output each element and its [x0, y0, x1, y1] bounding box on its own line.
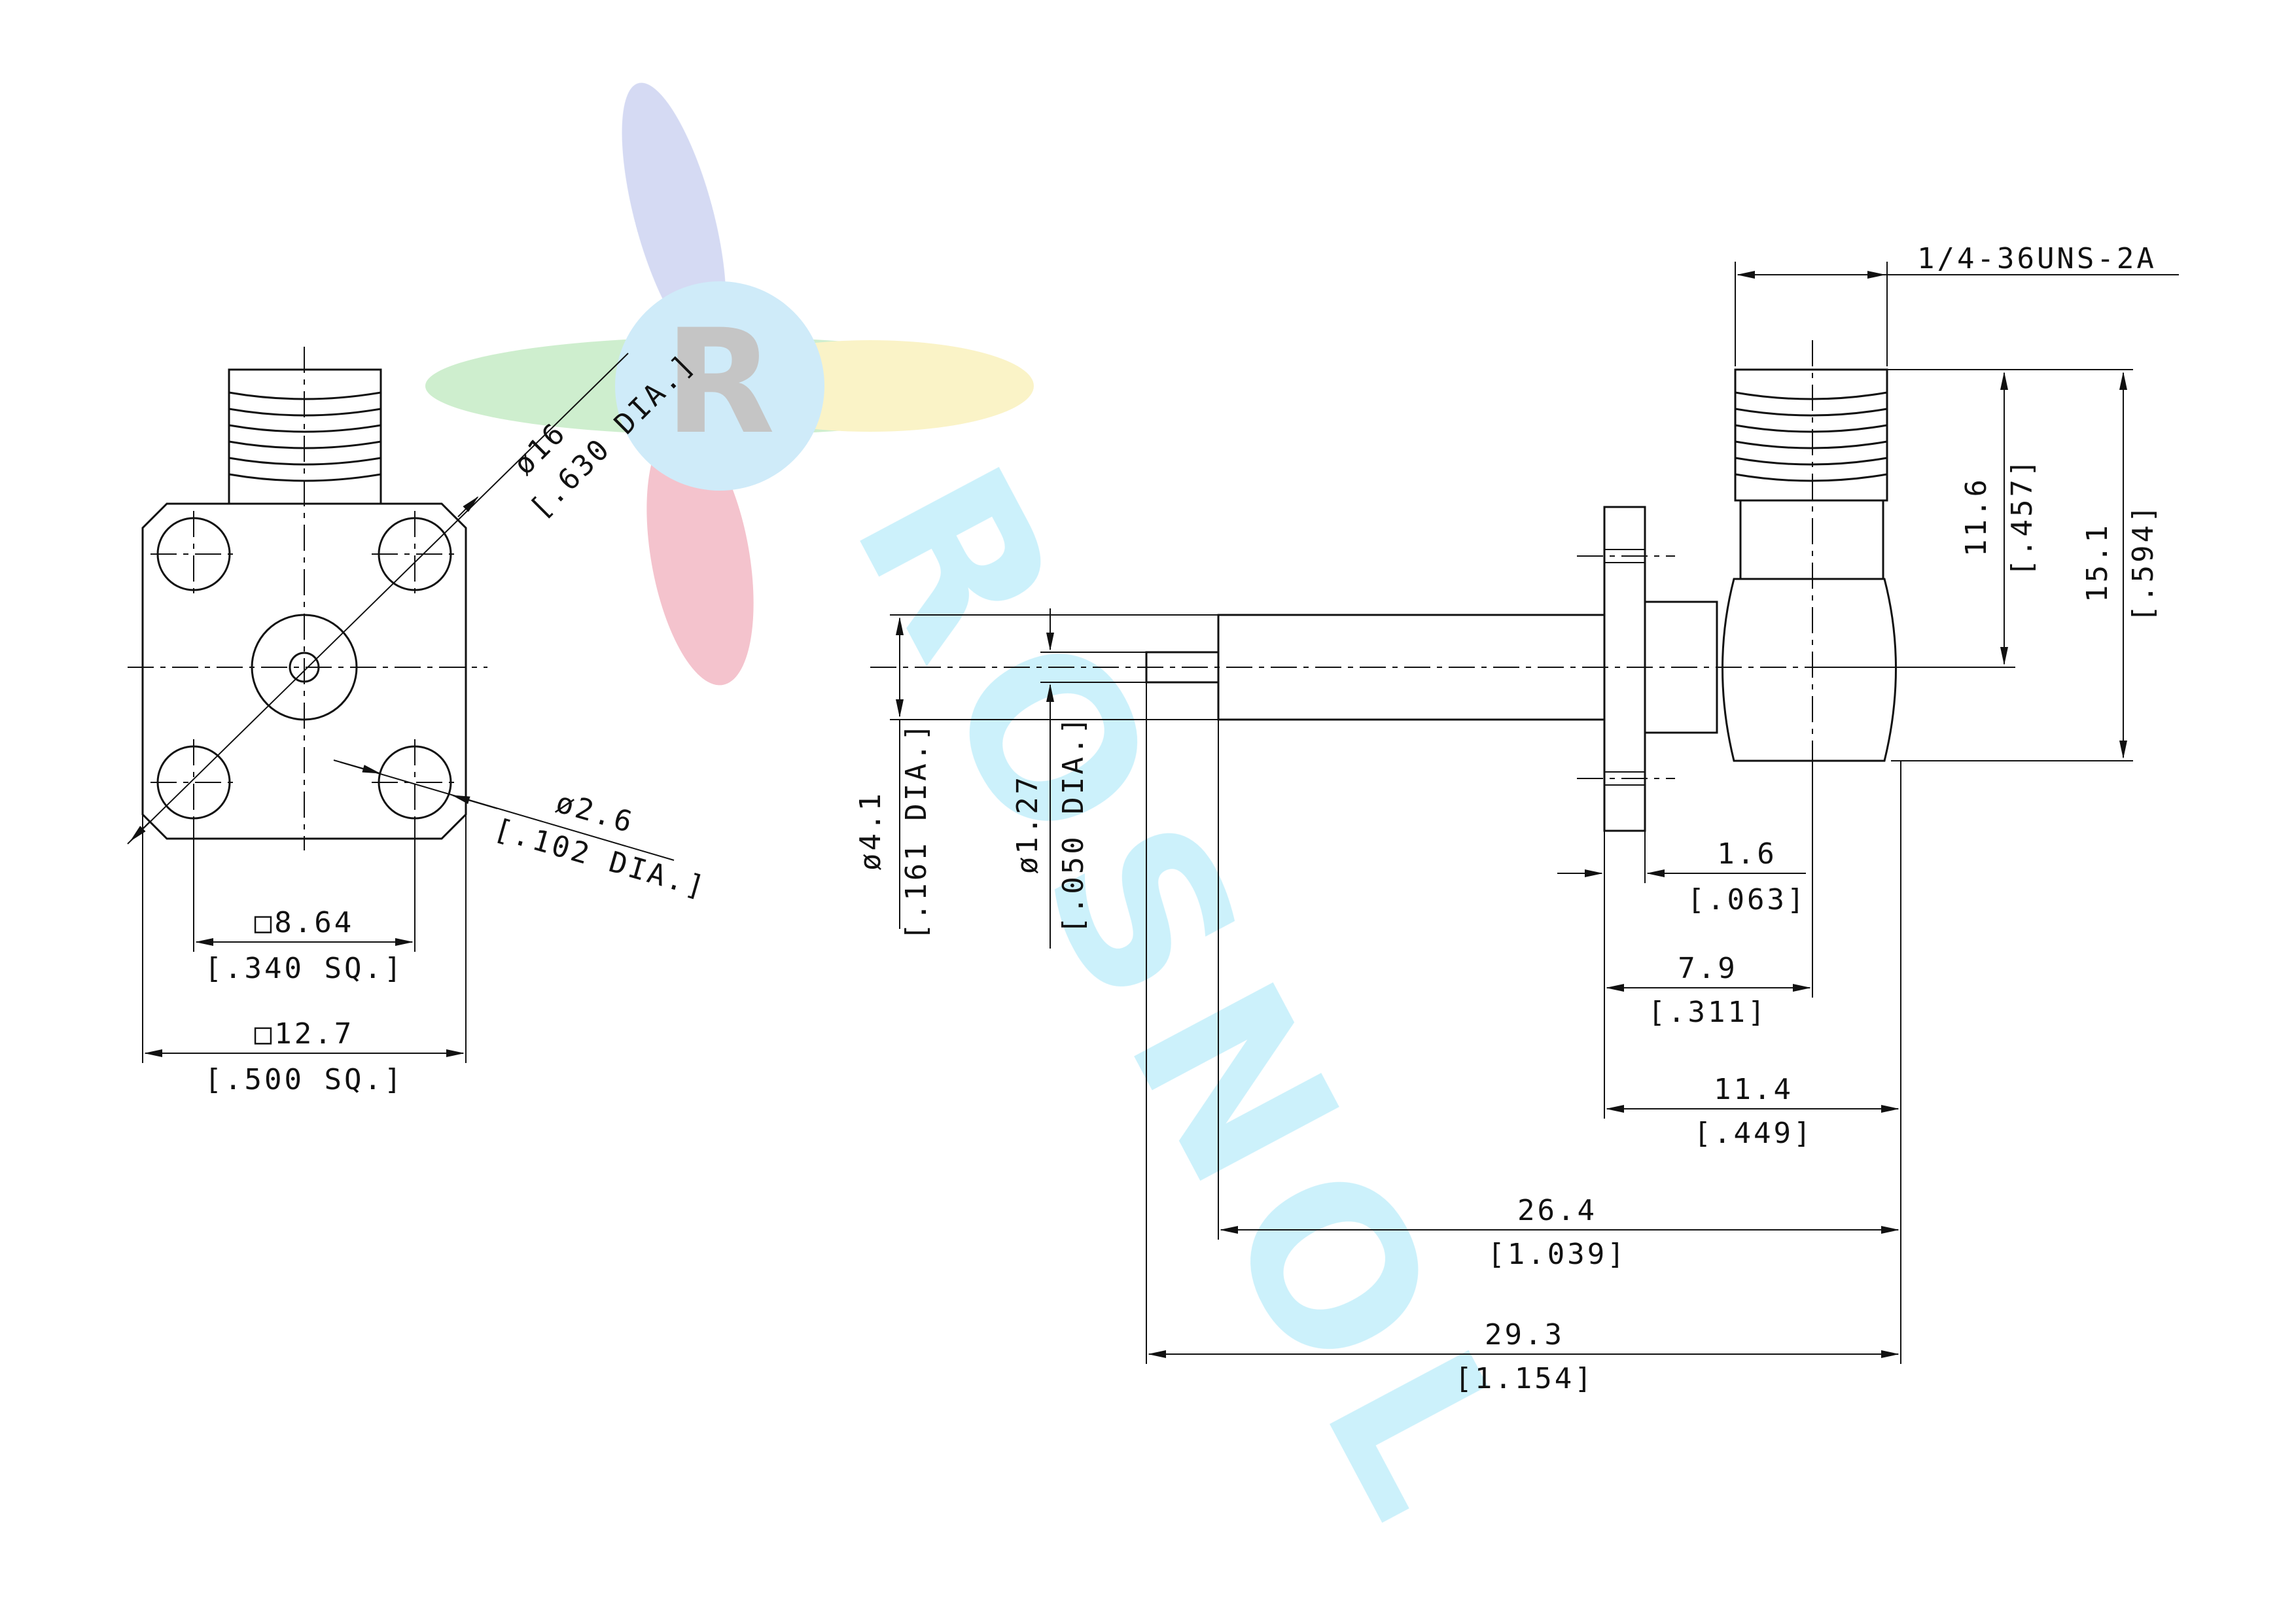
body-len-inch: [1.039]	[1487, 1238, 1627, 1271]
body-dia-label: ø4.1 [.161 DIA.]	[854, 721, 933, 940]
flange-thk-mm: 1.6	[1717, 837, 1776, 871]
hole-spacing-mm: □8.64	[255, 906, 354, 939]
side-neck	[1644, 601, 1718, 734]
watermark-text: ROSNOL	[805, 429, 1574, 1575]
height-total-inch: [.594]	[2127, 503, 2160, 623]
height-thread-mm: 11.6	[1960, 477, 1993, 557]
overall-len-mm: 29.3	[1485, 1318, 1564, 1352]
side-elbow-body	[1722, 578, 1897, 762]
bolt-circle-arrow-bottom	[130, 820, 151, 842]
bolt-circle-arrow-top	[457, 496, 479, 517]
hole-dia-arrow-out	[451, 795, 498, 809]
body-len-mm: 26.4	[1517, 1194, 1597, 1227]
logo-yellow-ellipse	[707, 340, 1034, 432]
pin-dia-mm: ø1.27	[1011, 775, 1044, 874]
height-thread-label: 11.6 [.457]	[1960, 457, 2039, 577]
logo-letter: R	[664, 298, 775, 466]
hole-dia-label: ø2.6 [.102 DIA.]	[490, 786, 710, 905]
hole-dia-leader	[340, 761, 675, 861]
logo-center-disc	[615, 281, 824, 491]
body-dia-mm: ø4.1	[854, 791, 887, 871]
pin-dia-label: ø1.27 [.050 DIA.]	[1011, 714, 1090, 934]
hole-spacing-inch: [.340 SQ.]	[205, 952, 404, 985]
hole-dia-arrow-in	[333, 759, 381, 774]
to-center-mm: 7.9	[1678, 952, 1737, 985]
side-thread-body	[1734, 368, 1888, 502]
mount-hole-centerlines	[150, 511, 458, 826]
logo-green-ellipse	[425, 337, 1014, 435]
logo-blue-ellipse	[622, 82, 726, 349]
thread-spec: 1/4-36UNS-2A	[1917, 242, 2157, 275]
front-flange	[141, 502, 467, 840]
height-total-mm: 15.1	[2081, 523, 2114, 602]
front-center-boss	[251, 614, 358, 721]
to-back-mm: 11.4	[1714, 1073, 1793, 1106]
pin-dia-inch: [.050 DIA.]	[1057, 714, 1090, 934]
height-thread-inch: [.457]	[2005, 457, 2039, 577]
bolt-circle-diagonal	[127, 353, 629, 845]
to-back-inch: [.449]	[1694, 1117, 1814, 1150]
front-center-pin	[289, 652, 320, 683]
front-view: ø16 [.630 DIA.] ø2.6 [.102 DIA.] □8.64 […	[127, 347, 711, 1096]
flange-size-mm: □12.7	[255, 1017, 354, 1051]
logo-red-ellipse	[646, 427, 754, 686]
body-dia-inch: [.161 DIA.]	[900, 721, 933, 940]
overall-len-inch: [1.154]	[1455, 1362, 1594, 1395]
to-center-inch: [.311]	[1648, 996, 1768, 1029]
watermark-logo: R	[425, 82, 1034, 686]
side-thread-lines	[1735, 391, 1888, 482]
flange-size-inch: [.500 SQ.]	[205, 1063, 404, 1096]
side-view: 1/4-36UNS-2A 11.6 [.457] 15.1 [.594] ø4.…	[854, 242, 2179, 1395]
front-thread-lines	[228, 391, 381, 482]
flange-thk-inch: [.063]	[1687, 883, 1807, 916]
height-total-label: 15.1 [.594]	[2081, 503, 2160, 623]
